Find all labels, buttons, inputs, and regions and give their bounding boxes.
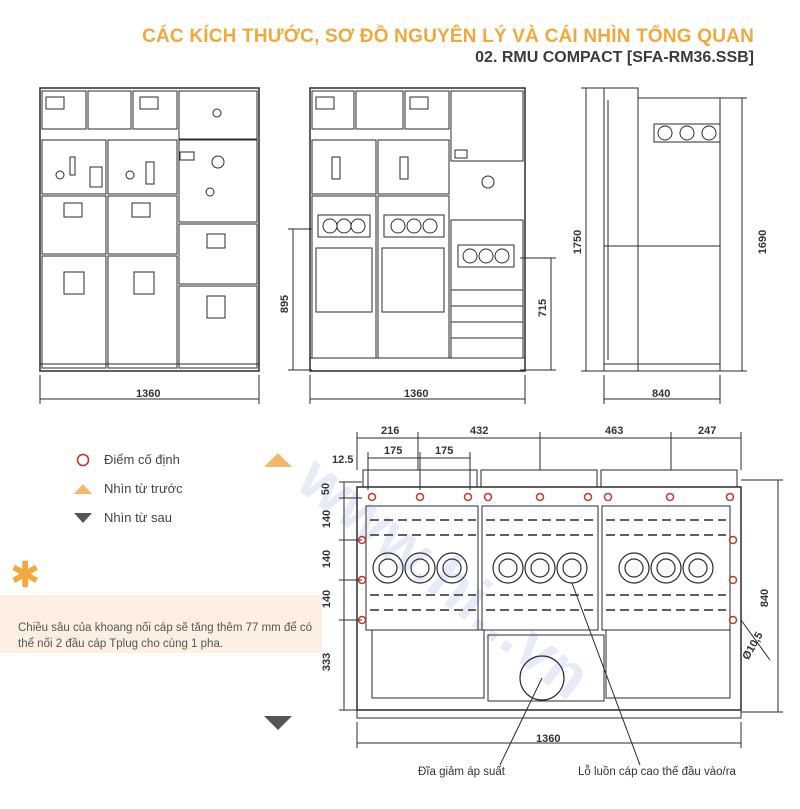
section-view bbox=[288, 87, 556, 404]
row-dim-3: 140 bbox=[321, 549, 334, 569]
top-dim-3: 463 bbox=[605, 425, 624, 437]
spacing-dim-2: 175 bbox=[435, 445, 454, 457]
plan-width-label: 1360 bbox=[536, 733, 561, 745]
front-width-label: 1360 bbox=[136, 388, 161, 400]
top-dim-4: 247 bbox=[698, 425, 717, 437]
row-dim-5: 333 bbox=[321, 652, 334, 672]
spacing-dim-1: 175 bbox=[384, 445, 403, 457]
legend-fixed-point: Điểm cố định bbox=[70, 445, 183, 474]
offset-dim: 12.5 bbox=[332, 454, 354, 466]
page-subtitle: 02. RMU COMPACT [SFA-RM36.SSB] bbox=[475, 49, 754, 66]
pressure-disc-caption: Đĩa giảm áp suất bbox=[418, 766, 505, 778]
side-depth-label: 840 bbox=[652, 388, 671, 400]
total-height-label: 1750 bbox=[572, 229, 585, 255]
legend: Điểm cố định Nhìn từ trước Nhìn từ sau bbox=[70, 445, 183, 532]
legend-rear-view: Nhìn từ sau bbox=[70, 503, 183, 532]
body-height-label: 1690 bbox=[757, 229, 770, 255]
page-title: CÁC KÍCH THƯỚC, SƠ ĐỒ NGUYÊN LÝ VÀ CÁI N… bbox=[142, 26, 754, 47]
note-text: Chiều sâu của khoang nối cáp sẽ tăng thê… bbox=[18, 622, 313, 650]
row-dim-4: 140 bbox=[321, 589, 334, 609]
triangle-down-icon bbox=[70, 512, 96, 524]
front-view bbox=[39, 87, 260, 404]
rear-view-marker-icon bbox=[264, 716, 292, 730]
side-view bbox=[581, 87, 747, 404]
legend-front-view: Nhìn từ trước bbox=[70, 474, 183, 503]
asterisk-icon: ✱ bbox=[10, 554, 41, 595]
top-dim-1: 216 bbox=[381, 425, 400, 437]
row-dim-2: 140 bbox=[321, 509, 334, 529]
cable-hole-caption: Lỗ luồn cáp cao thế đầu vào/ra bbox=[578, 766, 736, 778]
red-circle-icon bbox=[70, 453, 96, 467]
section-width-label: 1360 bbox=[404, 388, 429, 400]
plan-depth-label: 840 bbox=[759, 588, 772, 608]
cable-height-mid-label: 715 bbox=[537, 298, 550, 318]
legend-front-view-label: Nhìn từ trước bbox=[104, 481, 183, 496]
cable-height-front-label: 895 bbox=[279, 294, 292, 314]
front-view-marker-icon bbox=[264, 453, 292, 467]
triangle-up-icon bbox=[70, 483, 96, 495]
note-box bbox=[0, 595, 322, 653]
top-dim-2: 432 bbox=[470, 425, 489, 437]
row-dim-1: 50 bbox=[320, 482, 333, 496]
legend-fixed-point-label: Điểm cố định bbox=[104, 452, 180, 467]
fixed-point-markers bbox=[357, 492, 738, 625]
plan-view bbox=[339, 432, 783, 766]
legend-rear-view-label: Nhìn từ sau bbox=[104, 510, 172, 525]
